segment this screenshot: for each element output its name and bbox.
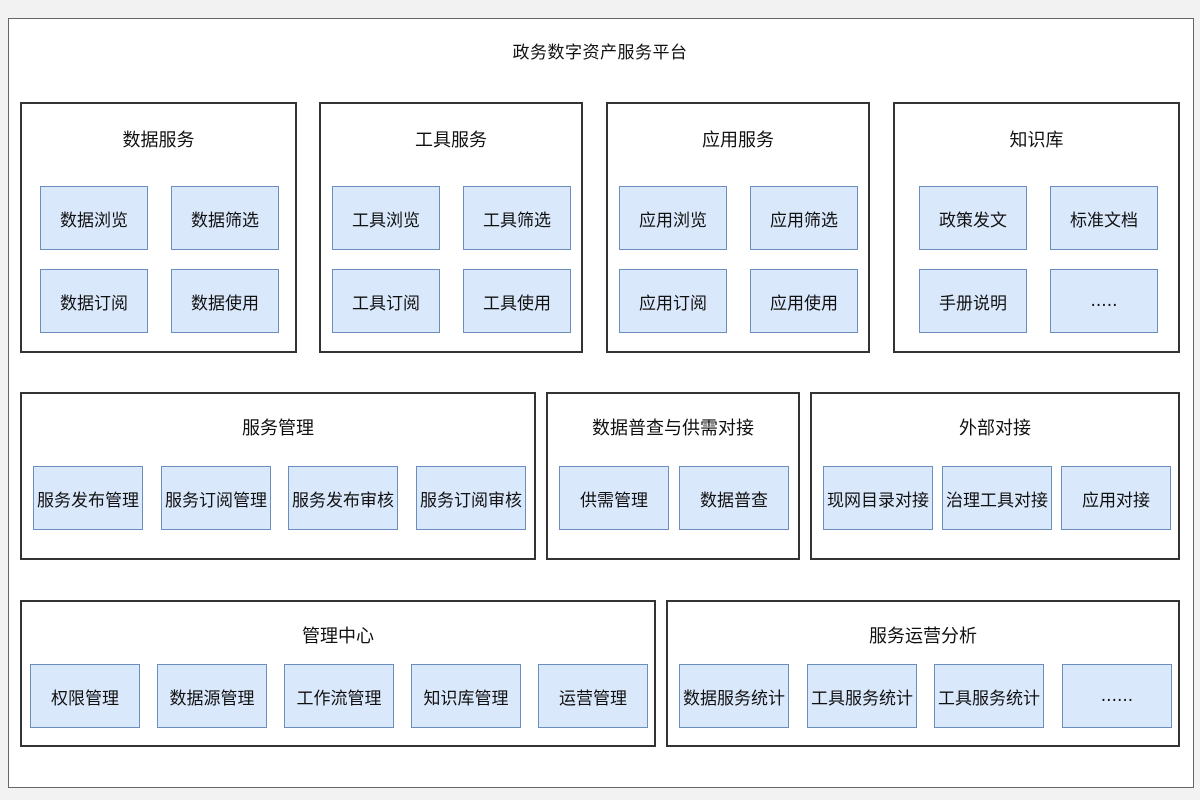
group-title: 数据服务 [122,130,195,151]
group-title: 知识库 [1009,130,1064,151]
tile-tool-filter: 工具筛选 [463,186,571,250]
group-knowledge-base: 知识库 政策发文 标准文档 手册说明 ..... [893,102,1180,353]
group-title: 数据普查与供需对接 [592,418,754,439]
tile-app-subscribe: 应用订阅 [619,269,727,333]
tile-tool-browse: 工具浏览 [332,186,440,250]
tile-permission-management: 权限管理 [30,664,140,728]
group-service-management: 服务管理 服务发布管理 服务订阅管理 服务发布审核 服务订阅审核 [20,392,536,560]
tile-standard-docs: 标准文档 [1050,186,1158,250]
tile-ellipsis: ..... [1050,269,1158,333]
tile-catalog-integration: 现网目录对接 [823,466,933,530]
tile-ellipsis: ...... [1062,664,1172,728]
tile-data-browse: 数据浏览 [40,186,148,250]
group-external-integration: 外部对接 现网目录对接 治理工具对接 应用对接 [810,392,1180,560]
tile-data-subscribe: 数据订阅 [40,269,148,333]
tile-supply-demand: 供需管理 [559,466,669,530]
group-title: 服务管理 [242,418,314,439]
tile-tool-use: 工具使用 [463,269,571,333]
tile-publish-management: 服务发布管理 [33,466,143,530]
tile-tool-service-stats: 工具服务统计 [807,664,917,728]
tile-subscribe-review: 服务订阅审核 [416,466,526,530]
group-app-service: 应用服务 应用浏览 应用筛选 应用订阅 应用使用 [606,102,870,353]
tile-app-use: 应用使用 [750,269,858,333]
tile-data-filter: 数据筛选 [171,186,279,250]
platform-title: 政务数字资产服务平台 [512,43,688,63]
tile-governance-integration: 治理工具对接 [942,466,1052,530]
tile-app-browse: 应用浏览 [619,186,727,250]
group-operations-analysis: 服务运营分析 数据服务统计 工具服务统计 工具服务统计 ...... [666,600,1180,747]
tile-data-use: 数据使用 [171,269,279,333]
group-title: 应用服务 [702,130,774,151]
group-tool-service: 工具服务 工具浏览 工具筛选 工具订阅 工具使用 [319,102,583,353]
tile-operations-management: 运营管理 [538,664,648,728]
tile-datasource-management: 数据源管理 [157,664,267,728]
tile-subscribe-management: 服务订阅管理 [161,466,271,530]
group-title: 工具服务 [415,130,487,151]
tile-tool-subscribe: 工具订阅 [332,269,440,333]
tile-workflow-management: 工作流管理 [284,664,394,728]
group-census-matching: 数据普查与供需对接 供需管理 数据普查 [546,392,800,560]
group-data-service: 数据服务 数据浏览 数据筛选 数据订阅 数据使用 [20,102,297,353]
tile-app-filter: 应用筛选 [750,186,858,250]
tile-data-service-stats: 数据服务统计 [679,664,789,728]
group-title: 外部对接 [959,418,1031,439]
tile-tool-service-stats-2: 工具服务统计 [934,664,1044,728]
tile-policy-docs: 政策发文 [919,186,1027,250]
tile-app-integration: 应用对接 [1061,466,1171,530]
tile-data-census: 数据普查 [679,466,789,530]
tile-publish-review: 服务发布审核 [288,466,398,530]
tile-knowledge-management: 知识库管理 [411,664,521,728]
group-management-center: 管理中心 权限管理 数据源管理 工作流管理 知识库管理 运营管理 [20,600,656,747]
group-title: 服务运营分析 [869,626,977,647]
group-title: 管理中心 [302,626,374,647]
tile-manual-docs: 手册说明 [919,269,1027,333]
